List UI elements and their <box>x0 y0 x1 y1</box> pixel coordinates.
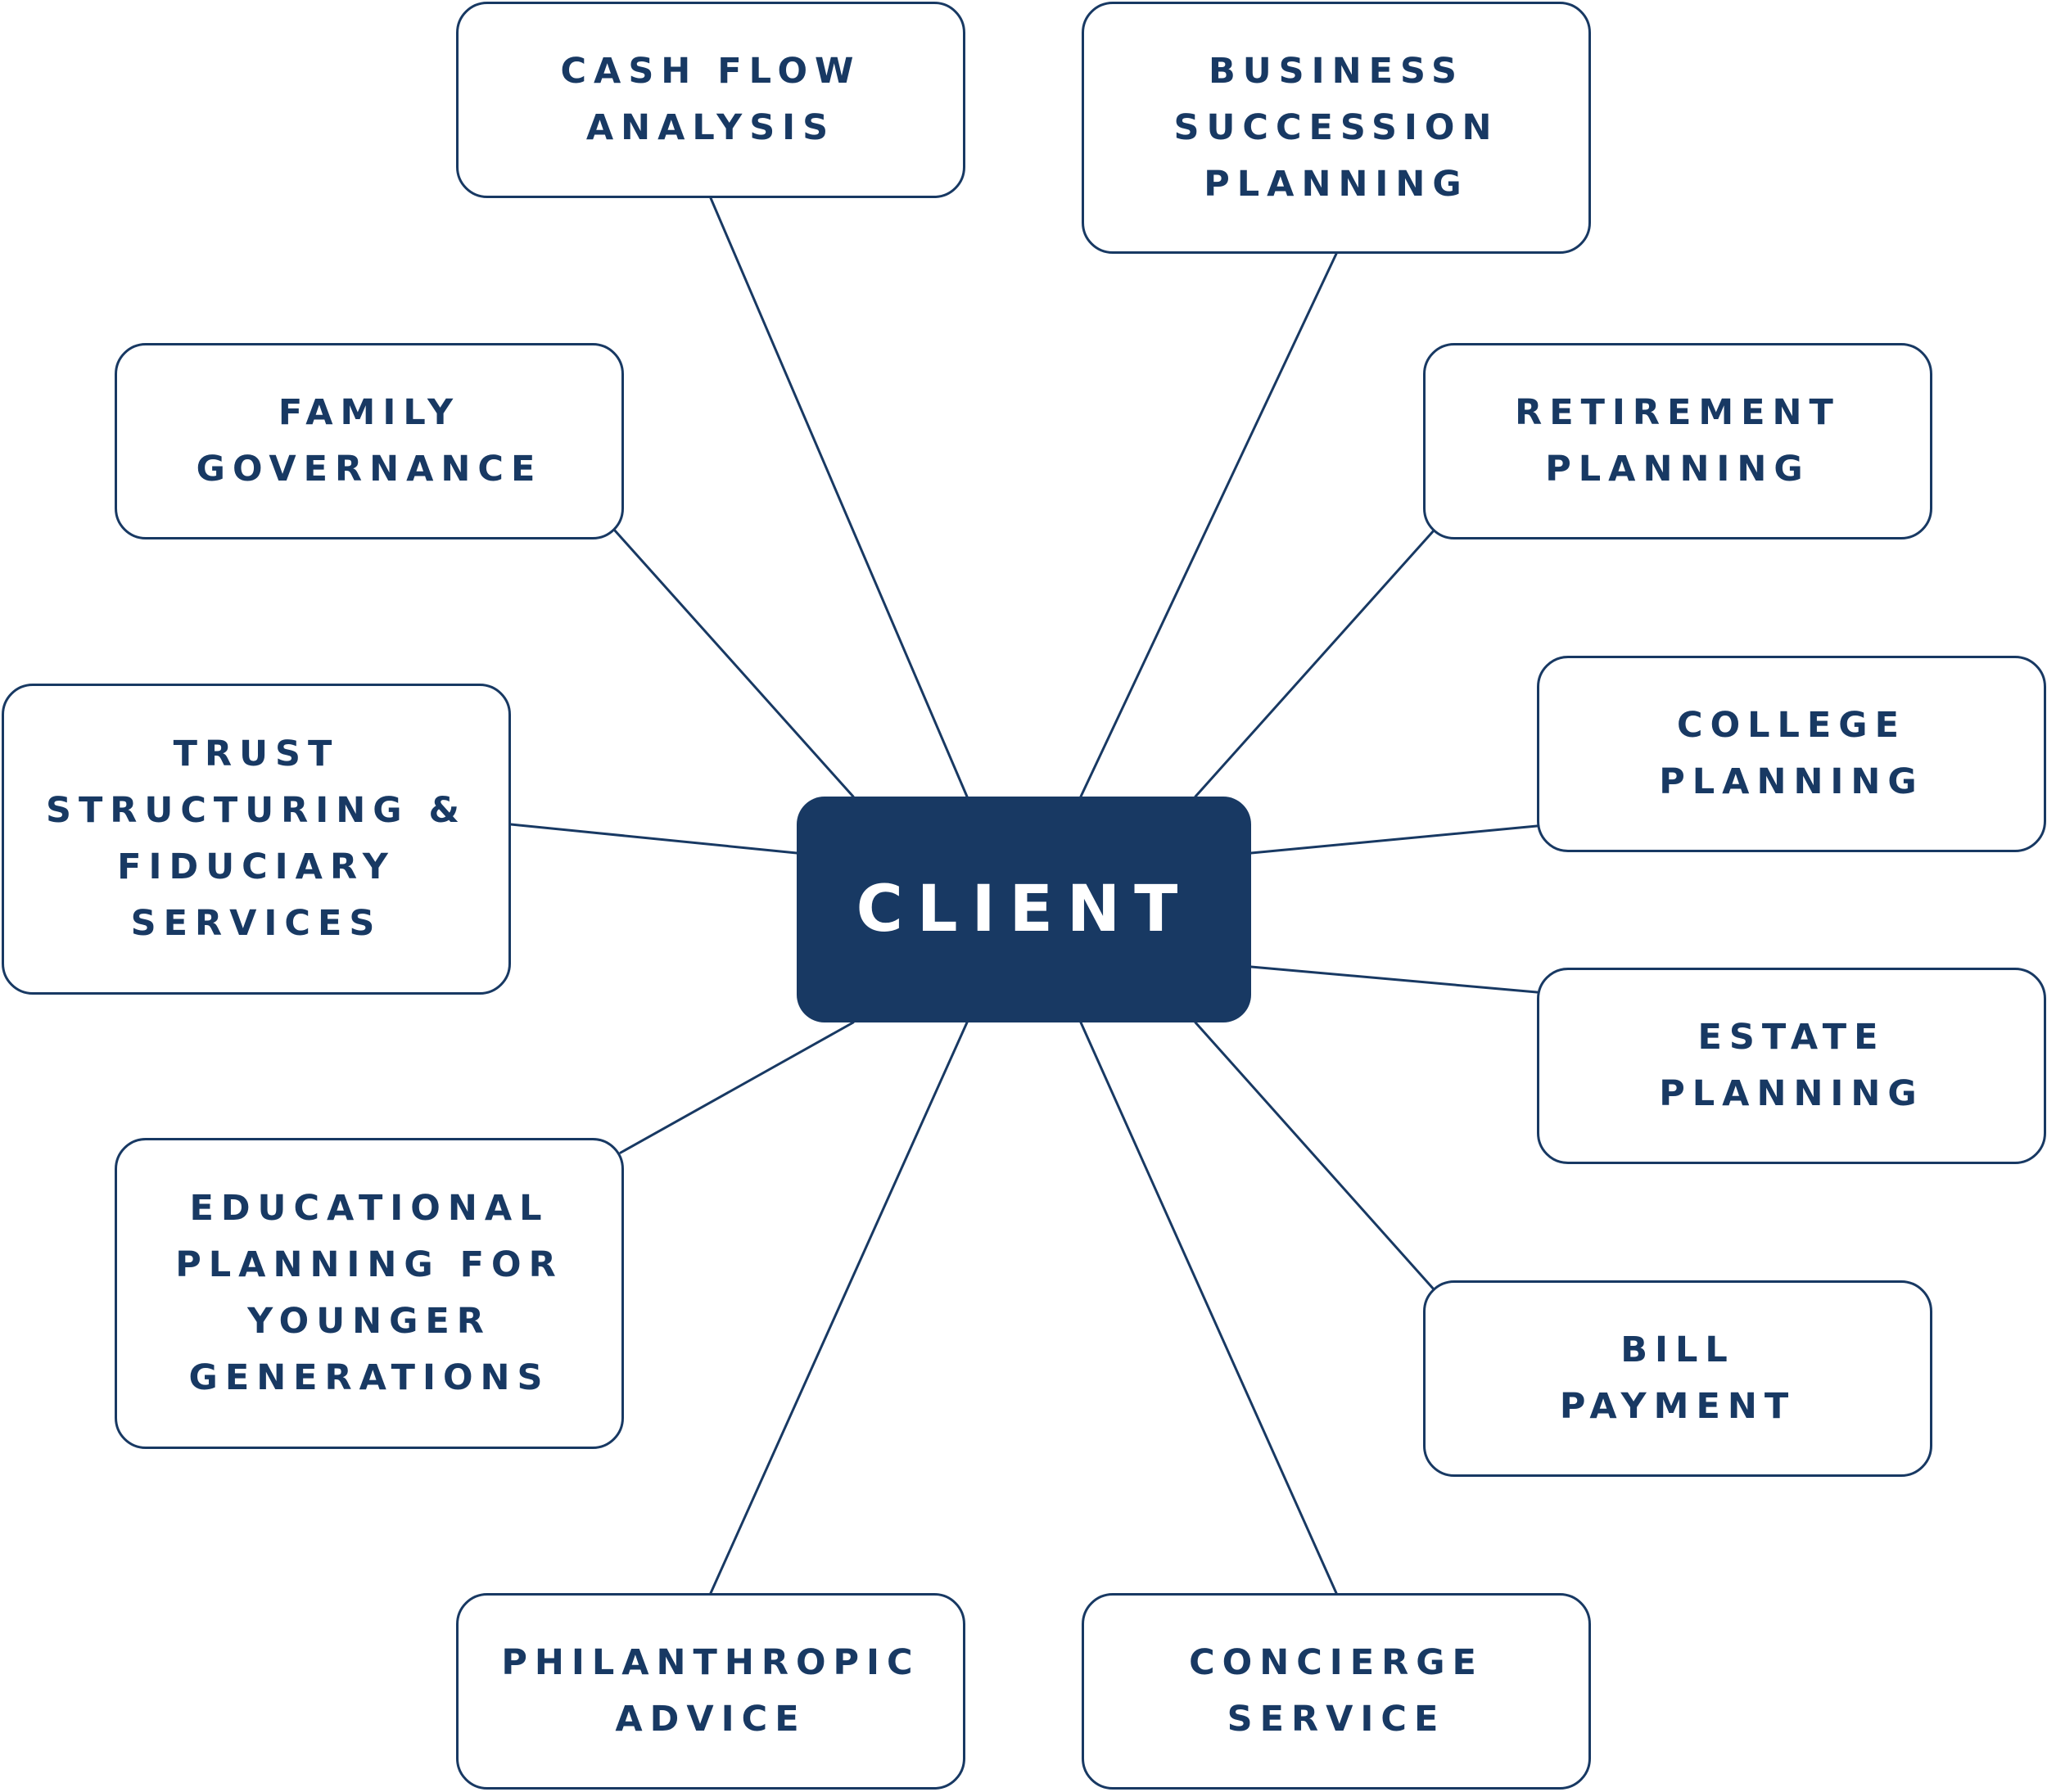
node-bill-payment: BILL PAYMENT <box>1423 1280 1932 1477</box>
node-label: CASH FLOW ANALYSIS <box>560 51 861 148</box>
node-label: COLLEGE PLANNING <box>1659 705 1924 802</box>
node-estate-planning: ESTATE PLANNING <box>1537 968 2046 1164</box>
node-college-planning: COLLEGE PLANNING <box>1537 656 2046 852</box>
node-label: ESTATE PLANNING <box>1659 1017 1924 1114</box>
connector-college-planning <box>1249 824 1539 855</box>
node-trust-structuring-fiduciary-services: TRUST STRUCTURING & FIDUCIARY SERVICES <box>2 684 511 995</box>
node-philanthropic-advice: PHILANTHROPIC ADVICE <box>456 1593 965 1790</box>
node-label: BUSINESS SUCCESSION PLANNING <box>1173 50 1499 205</box>
connector-estate-planning <box>1249 965 1539 994</box>
node-family-governance: FAMILY GOVERNANCE <box>115 343 624 539</box>
client-node: CLIENT <box>797 797 1251 1022</box>
node-retirement-planning: RETIREMENT PLANNING <box>1423 343 1932 539</box>
connector-cash-flow <box>709 196 969 798</box>
node-business-succession-planning: BUSINESS SUCCESSION PLANNING <box>1082 2 1591 254</box>
node-label: PHILANTHROPIC ADVICE <box>501 1642 920 1740</box>
node-cash-flow-analysis: CASH FLOW ANALYSIS <box>456 2 965 198</box>
client-label: CLIENT <box>856 873 1192 946</box>
node-label: EDUCATIONAL PLANNING FOR YOUNGER GENERAT… <box>175 1188 563 1398</box>
connector-bill-payment <box>1194 1021 1436 1292</box>
connector-family-governance <box>612 528 855 798</box>
node-concierge-service: CONCIERGE SERVICE <box>1082 1593 1591 1790</box>
node-label: CONCIERGE SERVICE <box>1189 1642 1484 1740</box>
node-label: RETIREMENT PLANNING <box>1515 392 1841 490</box>
connector-philanthropic-advice <box>709 1021 969 1595</box>
connector-trust-structuring <box>509 823 798 855</box>
node-label: BILL PAYMENT <box>1559 1329 1796 1427</box>
node-label: TRUST STRUCTURING & FIDUCIARY SERVICES <box>46 734 467 944</box>
connector-retirement-planning <box>1194 528 1436 798</box>
node-educational-planning: EDUCATIONAL PLANNING FOR YOUNGER GENERAT… <box>115 1138 624 1449</box>
connector-concierge-service <box>1079 1021 1338 1595</box>
node-label: FAMILY GOVERNANCE <box>196 392 543 490</box>
connector-educational-planning <box>619 1021 855 1154</box>
connector-business-succession <box>1079 252 1338 798</box>
